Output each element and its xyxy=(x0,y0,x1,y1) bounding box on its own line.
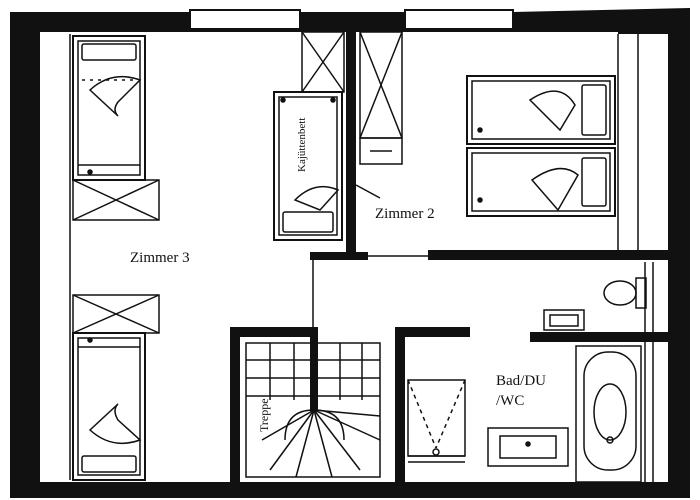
windows xyxy=(189,9,514,30)
outer-walls xyxy=(10,8,690,498)
window-right xyxy=(404,9,514,30)
right-wall-lines xyxy=(617,34,654,482)
wardrobe-zimmer3-top xyxy=(72,179,160,221)
small-sink xyxy=(543,309,585,331)
shower xyxy=(407,379,466,463)
sink xyxy=(487,427,569,467)
room-label-zimmer3: Zimmer 3 xyxy=(130,250,190,266)
room-label-wc: /WC xyxy=(496,393,524,409)
interior-walls xyxy=(230,32,668,483)
room-label-bad: Bad/DU xyxy=(496,373,546,389)
bed-zimmer2-top xyxy=(466,75,616,145)
staircase xyxy=(245,342,381,478)
bed-zimmer3-bottom xyxy=(72,332,146,481)
wardrobe-zimmer2 xyxy=(359,31,403,165)
room-label-zimmer2: Zimmer 2 xyxy=(375,206,435,222)
label-kajuettenbett: Kajüttenbett xyxy=(296,118,308,172)
window-left xyxy=(189,9,301,30)
hallway-lines xyxy=(312,184,428,327)
label-treppe: Treppe xyxy=(257,398,271,432)
toilet xyxy=(603,277,647,309)
bed-zimmer2-bottom xyxy=(466,147,616,217)
bathtub xyxy=(575,345,642,483)
wardrobe-center-left xyxy=(301,31,345,93)
